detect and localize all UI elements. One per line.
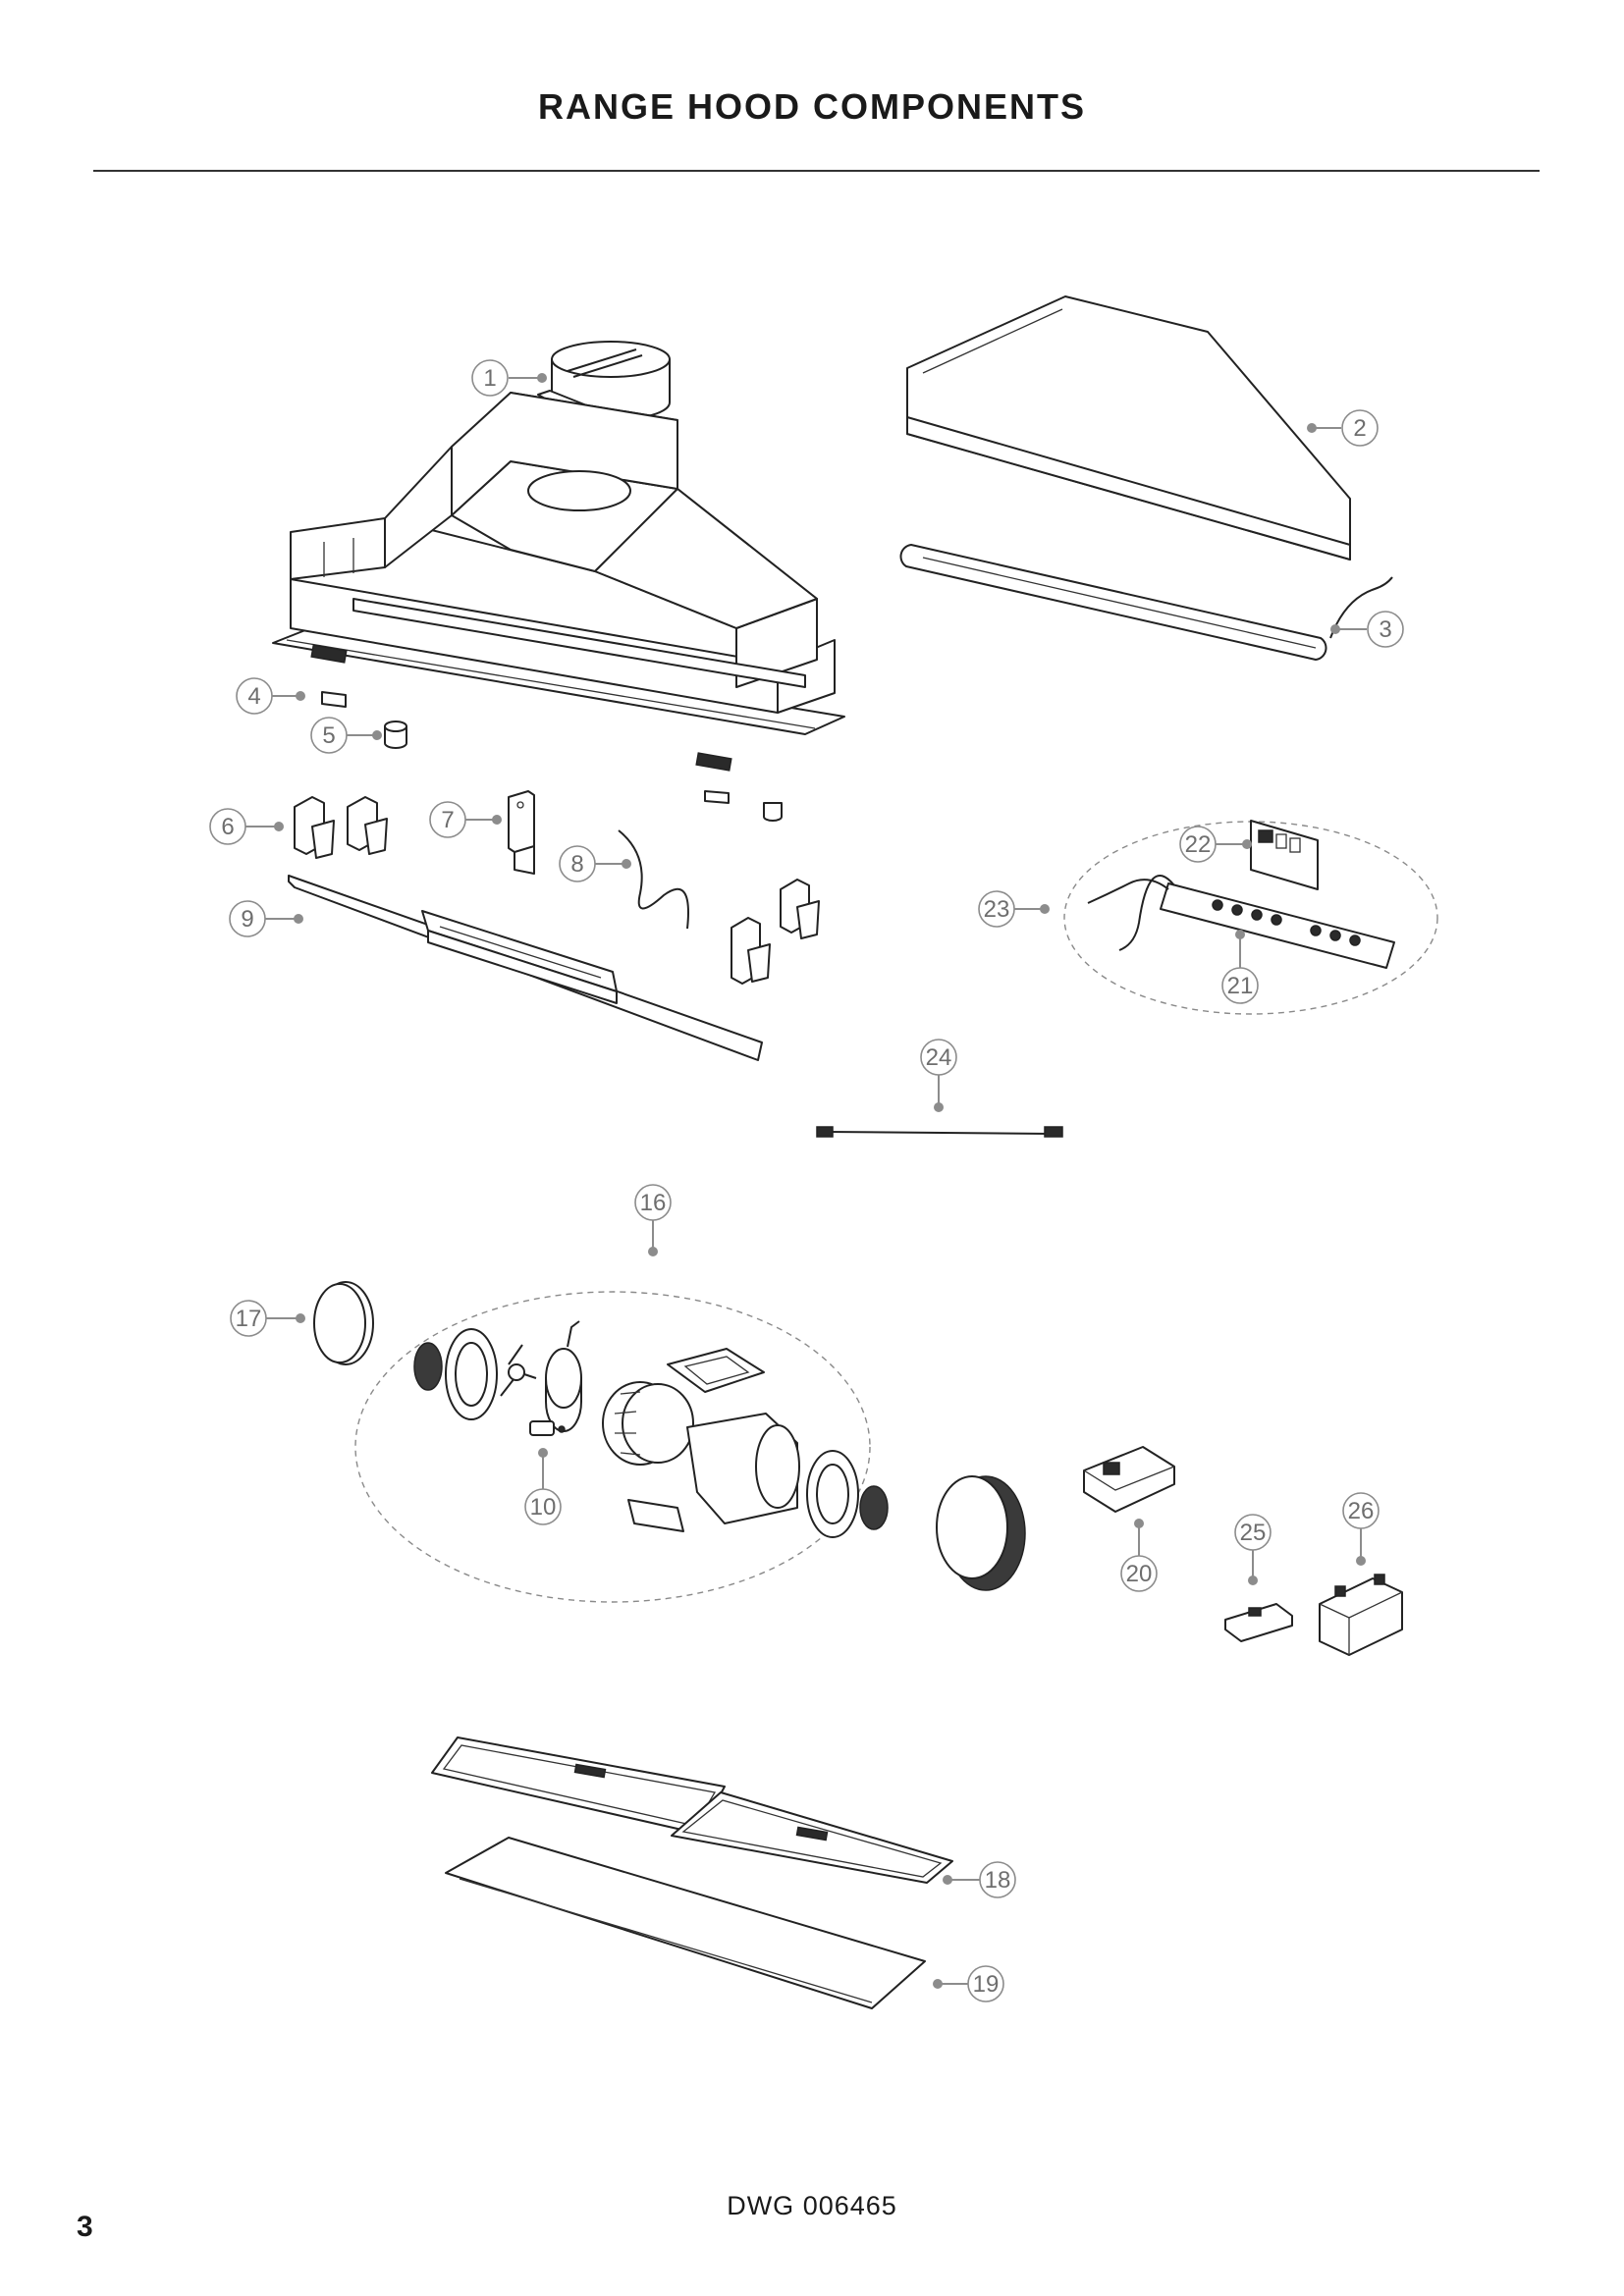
part-front-trim [288,875,763,1061]
callout-22: 22 [1185,831,1212,858]
drawing-number: DWG 006465 [727,2191,897,2220]
callout-21: 21 [1227,973,1254,999]
callout-18: 18 [985,1867,1011,1894]
title-rule [93,170,1540,172]
callout-26: 26 [1348,1498,1375,1524]
callout-20: 20 [1126,1561,1153,1587]
part-fan-assembly [313,1281,1026,1603]
part-top-panel [906,295,1351,561]
callout-6: 6 [221,814,234,840]
part-knob [384,721,407,749]
callout-2: 2 [1353,415,1366,442]
callout-7: 7 [441,807,454,833]
callout-25: 25 [1240,1520,1267,1546]
part-hood-body [272,392,845,772]
page-title: RANGE HOOD COMPONENTS [537,86,1087,127]
part-hinge-brackets [294,796,820,985]
callout-3: 3 [1379,616,1391,643]
callout-5: 5 [322,722,335,749]
part-bottom-panel [445,1837,926,2009]
callout-19: 19 [973,1971,1000,1998]
callout-1: 1 [483,365,496,392]
part-control-group [1063,820,1438,1015]
part-wire-harness [816,1126,1063,1138]
part-light-bar [899,544,1393,661]
callout-24: 24 [926,1044,952,1071]
callouts: 1 2 3 4 5 6 7 8 9 10 [209,359,1404,2002]
part-module [1224,1603,1293,1642]
callout-10: 10 [530,1494,557,1521]
callout-9: 9 [241,906,253,933]
part-grease-filters [431,1736,953,1884]
part-terminal-block [1319,1574,1403,1656]
part-small-clip-right [704,790,783,822]
callout-23: 23 [984,896,1010,923]
part-small-clip [321,691,347,708]
callout-16: 16 [640,1190,667,1216]
part-switch-housing [508,790,535,875]
part-junction-box [1083,1446,1175,1513]
callout-17: 17 [236,1306,262,1332]
callout-4: 4 [247,683,260,710]
part-wire [618,829,689,930]
page-number: 3 [77,2211,93,2243]
callout-8: 8 [570,851,583,878]
